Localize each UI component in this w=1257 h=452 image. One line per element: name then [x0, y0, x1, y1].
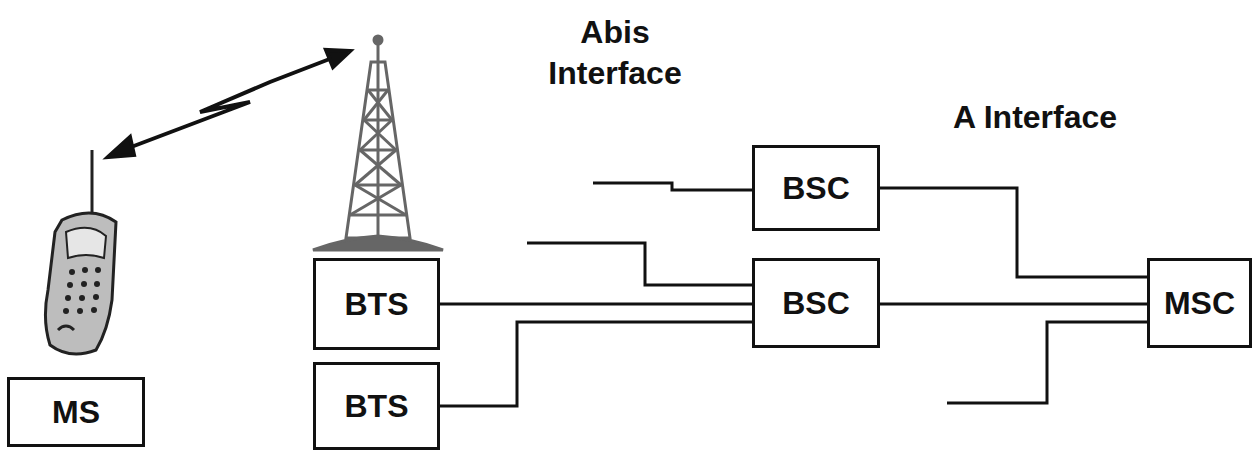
box-label: BTS	[345, 390, 409, 422]
box-label: MS	[52, 396, 100, 428]
box-label: BSC	[782, 287, 850, 319]
connector-line	[440, 322, 752, 406]
mobile-phone-illustration	[45, 150, 116, 354]
box-label: MSC	[1164, 287, 1235, 319]
network-element-box: MSC	[1147, 258, 1252, 348]
interface-label: A Interface	[925, 97, 1145, 138]
connector-line	[440, 304, 752, 305]
connector-line	[880, 188, 1147, 277]
interface-label: Abis Interface	[530, 12, 700, 94]
network-element-box: BTS	[313, 258, 440, 350]
antenna-tower-illustration	[313, 36, 443, 250]
network-element-box: BSC	[752, 145, 880, 231]
box-label: BTS	[345, 288, 409, 320]
network-element-box: MS	[7, 377, 145, 447]
connector-line	[880, 304, 1147, 305]
network-element-box: BSC	[752, 258, 880, 348]
network-element-box: BTS	[313, 362, 440, 450]
box-label: BSC	[782, 172, 850, 204]
radio-link-arrow	[108, 50, 350, 157]
